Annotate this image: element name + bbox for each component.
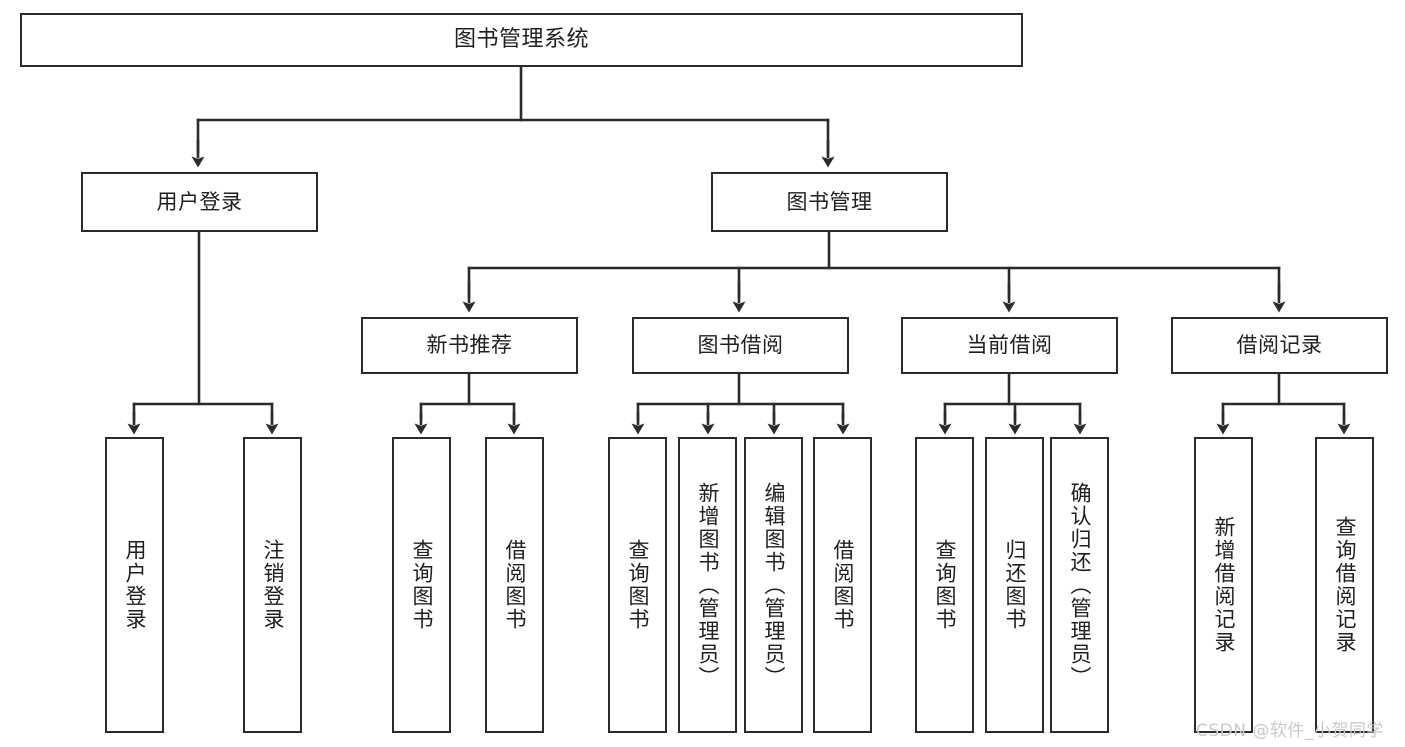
leaf-add-borrow-record[interactable]: 新增借阅记录	[1194, 437, 1253, 733]
leaf-query-borrow-record[interactable]: 查询借阅记录	[1315, 437, 1374, 733]
node-book-borrow[interactable]: 图书借阅	[632, 317, 849, 374]
node-label: 图书借阅	[697, 333, 784, 358]
node-label: 用户登录	[156, 189, 243, 214]
node-label: 图书管理	[786, 189, 873, 214]
node-label: 查询图书	[933, 539, 958, 631]
node-label: 查询图书	[410, 539, 435, 631]
leaf-confirm-return-admin[interactable]: 确认归还（管理员）	[1050, 437, 1109, 733]
node-label: 查询图书	[626, 539, 651, 631]
leaf-logout[interactable]: 注销登录	[243, 437, 302, 733]
leaf-return-book[interactable]: 归还图书	[985, 437, 1044, 733]
node-label: 用户登录	[123, 539, 148, 631]
leaf-edit-book-admin[interactable]: 编辑图书（管理员）	[744, 437, 803, 733]
leaf-add-book-admin[interactable]: 新增图书（管理员）	[678, 437, 737, 733]
node-label: 查询借阅记录	[1333, 516, 1358, 654]
leaf-query-book-recommend[interactable]: 查询图书	[392, 437, 451, 733]
node-new-book-recommend[interactable]: 新书推荐	[361, 317, 578, 374]
node-label: 借阅图书	[831, 539, 856, 631]
node-current-borrow[interactable]: 当前借阅	[901, 317, 1118, 374]
leaf-query-book-current[interactable]: 查询图书	[915, 437, 974, 733]
node-root-system[interactable]: 图书管理系统	[20, 13, 1023, 67]
leaf-query-book-borrow[interactable]: 查询图书	[608, 437, 667, 733]
node-label: 编辑图书（管理员）	[762, 481, 787, 689]
node-book-manage[interactable]: 图书管理	[711, 172, 948, 232]
node-label: 当前借阅	[966, 333, 1053, 358]
node-user-login[interactable]: 用户登录	[81, 172, 318, 232]
node-label: 新增图书（管理员）	[696, 481, 721, 689]
node-label: 归还图书	[1003, 539, 1028, 631]
node-label: 新增借阅记录	[1212, 516, 1237, 654]
node-borrow-record[interactable]: 借阅记录	[1171, 317, 1388, 374]
node-label: 注销登录	[261, 539, 286, 631]
leaf-borrow-book[interactable]: 借阅图书	[813, 437, 872, 733]
node-label: 借阅图书	[503, 539, 528, 631]
csdn-watermark: CSDN @软件_小贺同学	[1196, 721, 1384, 741]
leaf-borrow-book-recommend[interactable]: 借阅图书	[485, 437, 544, 733]
node-label: 新书推荐	[426, 333, 513, 358]
node-label: 确认归还（管理员）	[1068, 481, 1093, 689]
node-label: 图书管理系统	[453, 27, 589, 53]
leaf-user-login[interactable]: 用户登录	[105, 437, 164, 733]
node-label: 借阅记录	[1236, 333, 1323, 358]
